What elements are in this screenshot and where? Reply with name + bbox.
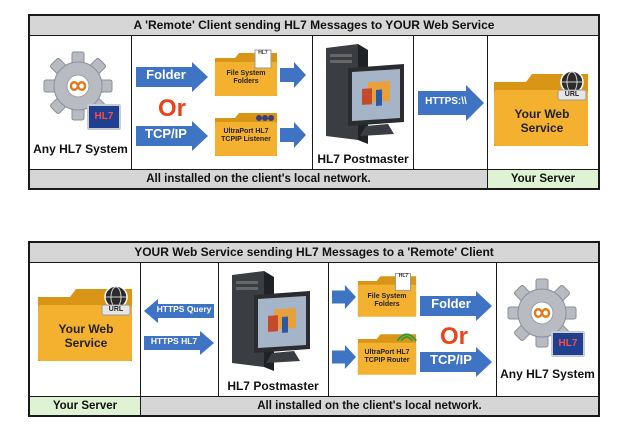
listener-folder-label: UltraPort HL7 TCPIP Listener	[221, 128, 271, 144]
column-divider	[328, 263, 329, 396]
web-service-folder-icon	[38, 285, 132, 361]
folder-arrow	[136, 62, 208, 92]
tcpip-arrow	[420, 347, 492, 377]
hl7-postmaster-computer-icon	[326, 44, 404, 144]
fs-hl7-badge: HL7	[258, 50, 268, 56]
diagram-footer: All installed on the client's local netw…	[30, 169, 598, 188]
hl7-badge-text: HL7	[558, 338, 578, 349]
footer-local-network: All installed on the client's local netw…	[30, 170, 487, 188]
hl7-postmaster-computer-icon	[232, 271, 310, 371]
diagram-title: YOUR Web Service sending HL7 Messages to…	[30, 243, 598, 263]
tcpip-arrow-label: TCP/IP	[145, 126, 187, 141]
or-text: Or	[158, 95, 187, 122]
folder-arrow-label: Folder	[431, 296, 471, 311]
https-query-arrow	[144, 299, 214, 323]
arrow-right-icon	[332, 285, 356, 309]
hl7-badge-text: HL7	[94, 111, 114, 122]
arrow-right-icon	[332, 345, 356, 369]
column-divider	[218, 263, 219, 396]
column-divider	[487, 36, 488, 169]
or-text: Or	[440, 323, 469, 350]
diagram-web-service-to-client: YOUR Web Service sending HL7 Messages to…	[28, 241, 600, 417]
postmaster-label: HL7 Postmaster	[227, 379, 319, 393]
https-arrow-label: HTTPS:\\	[425, 96, 467, 107]
file-system-folder-icon	[215, 49, 277, 96]
footer-your-server: Your Server	[30, 397, 140, 415]
arrow-right-icon	[280, 62, 306, 88]
hl7-monitor-icon: HL7	[87, 104, 121, 130]
file-system-folder-label: File System Folders	[367, 293, 407, 309]
url-badge: URL	[564, 91, 580, 98]
ultraport-router-folder-icon	[357, 333, 417, 375]
tcpip-arrow	[136, 121, 208, 151]
ultraport-listener-folder-icon	[215, 113, 277, 156]
file-system-folder-icon	[357, 272, 417, 317]
url-badge: URL	[108, 306, 124, 313]
column-divider	[496, 263, 497, 396]
source-system-label: Any HL7 System	[33, 142, 128, 156]
fs-hl7-badge: HL7	[398, 273, 409, 279]
diagram-client-to-web-service: A 'Remote' Client sending HL7 Messages t…	[28, 14, 600, 190]
web-service-folder-icon	[494, 70, 588, 146]
footer-divider	[140, 396, 141, 415]
https-hl7-label: HTTPS HL7	[150, 336, 198, 346]
hl7-monitor-icon: HL7	[551, 331, 585, 357]
web-service-folder-label: Your Web Service	[58, 322, 114, 350]
footer-your-server: Your Server	[488, 170, 598, 188]
https-arrow	[418, 85, 484, 121]
diagram-title: A 'Remote' Client sending HL7 Messages t…	[30, 16, 598, 36]
web-service-folder-label: Your Web Service	[514, 107, 570, 135]
column-divider	[312, 36, 313, 169]
diagram-footer: Your Server All installed on the client'…	[30, 396, 598, 415]
arrow-right-icon	[280, 122, 306, 148]
folder-arrow-label: Folder	[146, 67, 186, 82]
https-hl7-arrow	[144, 331, 214, 355]
dest-system-label: Any HL7 System	[500, 367, 595, 381]
postmaster-label: HL7 Postmaster	[317, 152, 409, 166]
column-divider	[131, 36, 132, 169]
folder-arrow	[420, 291, 492, 321]
footer-local-network: All installed on the client's local netw…	[141, 397, 598, 415]
tcpip-arrow-label: TCP/IP	[430, 352, 472, 367]
column-divider	[140, 263, 141, 396]
column-divider	[413, 36, 414, 169]
router-folder-label: UltraPort HL7 TCPIP Router	[364, 349, 410, 365]
https-query-label: HTTPS Query	[156, 304, 212, 314]
file-system-folder-label: File System Folders	[226, 70, 266, 86]
footer-divider	[487, 169, 488, 188]
